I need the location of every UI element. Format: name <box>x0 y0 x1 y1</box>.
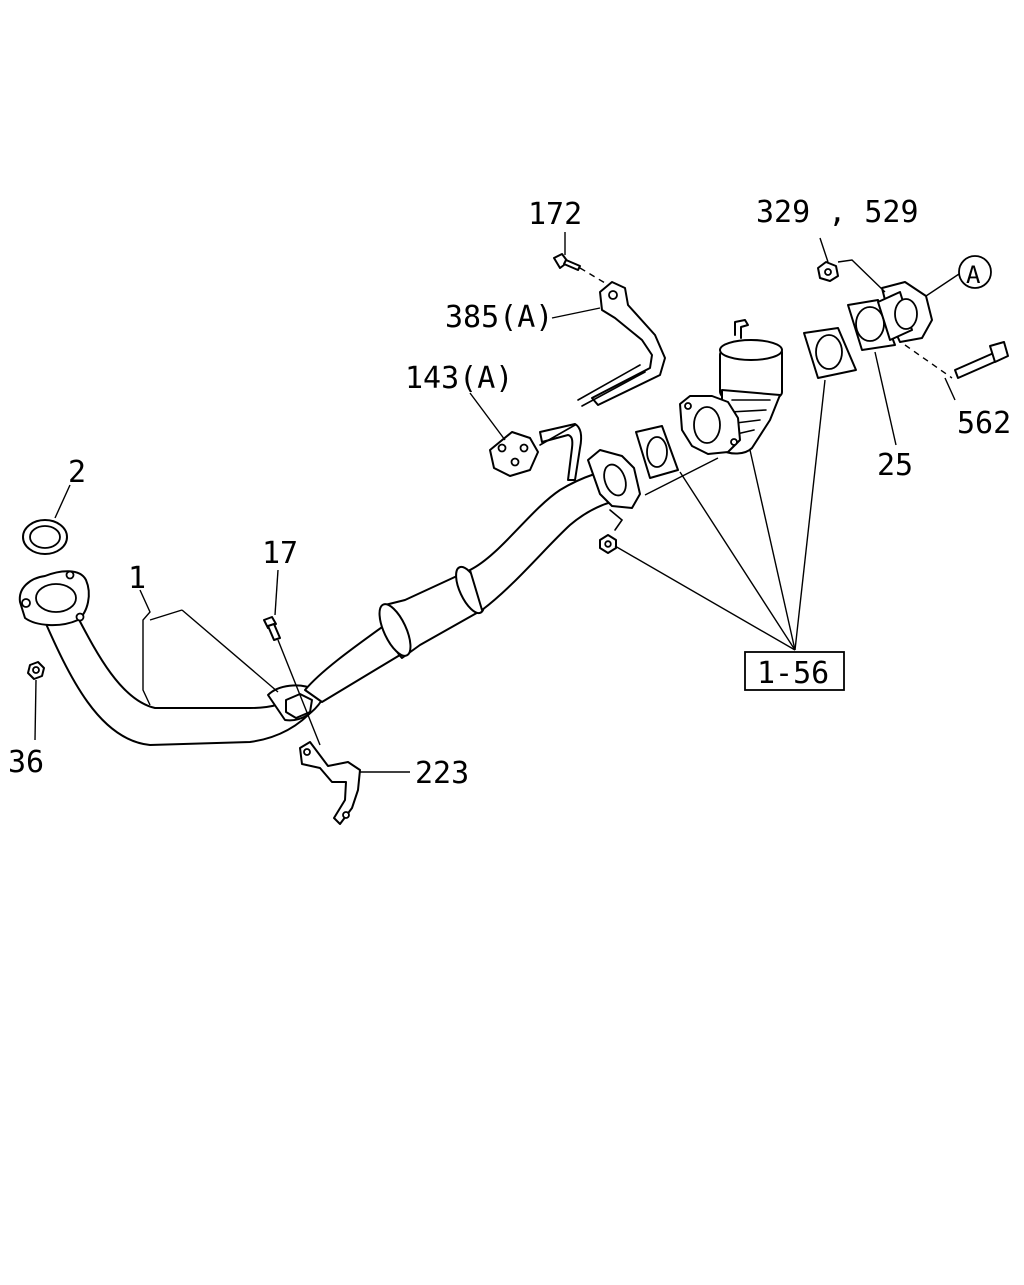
assembly-callout-box <box>744 651 845 691</box>
label-329-529: 329 , 529 <box>756 195 919 230</box>
flange-gasket-front <box>635 425 719 496</box>
support-bracket <box>577 281 666 407</box>
label-223: 223 <box>415 756 469 791</box>
label-17: 17 <box>262 536 298 571</box>
label-172: 172 <box>528 197 582 232</box>
hanger-rod <box>539 423 583 481</box>
pipe-flange-nut <box>599 534 617 554</box>
gasket-ring <box>22 519 68 555</box>
reference-a-marker <box>958 255 992 289</box>
label-2: 2 <box>68 455 86 490</box>
front-exhaust-pipe <box>18 570 316 746</box>
nut <box>27 661 45 680</box>
catalytic-converter <box>304 468 635 703</box>
outlet-flange <box>847 281 933 351</box>
label-a: A <box>966 261 981 289</box>
label-1-56: 1-56 <box>757 656 829 691</box>
pipe-flange <box>587 449 641 531</box>
clamp-bolt <box>263 616 281 641</box>
bolt <box>553 253 606 284</box>
label-562: 562 <box>957 406 1011 441</box>
label-36: 36 <box>8 745 44 780</box>
hanger-bracket <box>299 741 361 825</box>
valve-flange <box>679 395 741 455</box>
leader-lines <box>34 232 963 773</box>
label-25: 25 <box>877 448 913 483</box>
rubber-mount <box>489 424 576 477</box>
flange-nut <box>817 261 839 282</box>
label-385a: 385(A) <box>445 300 553 335</box>
flange-gasket-rear <box>803 327 857 379</box>
flange-bolt <box>904 341 1009 379</box>
label-1: 1 <box>128 561 146 596</box>
label-143a: 143(A) <box>405 361 513 396</box>
